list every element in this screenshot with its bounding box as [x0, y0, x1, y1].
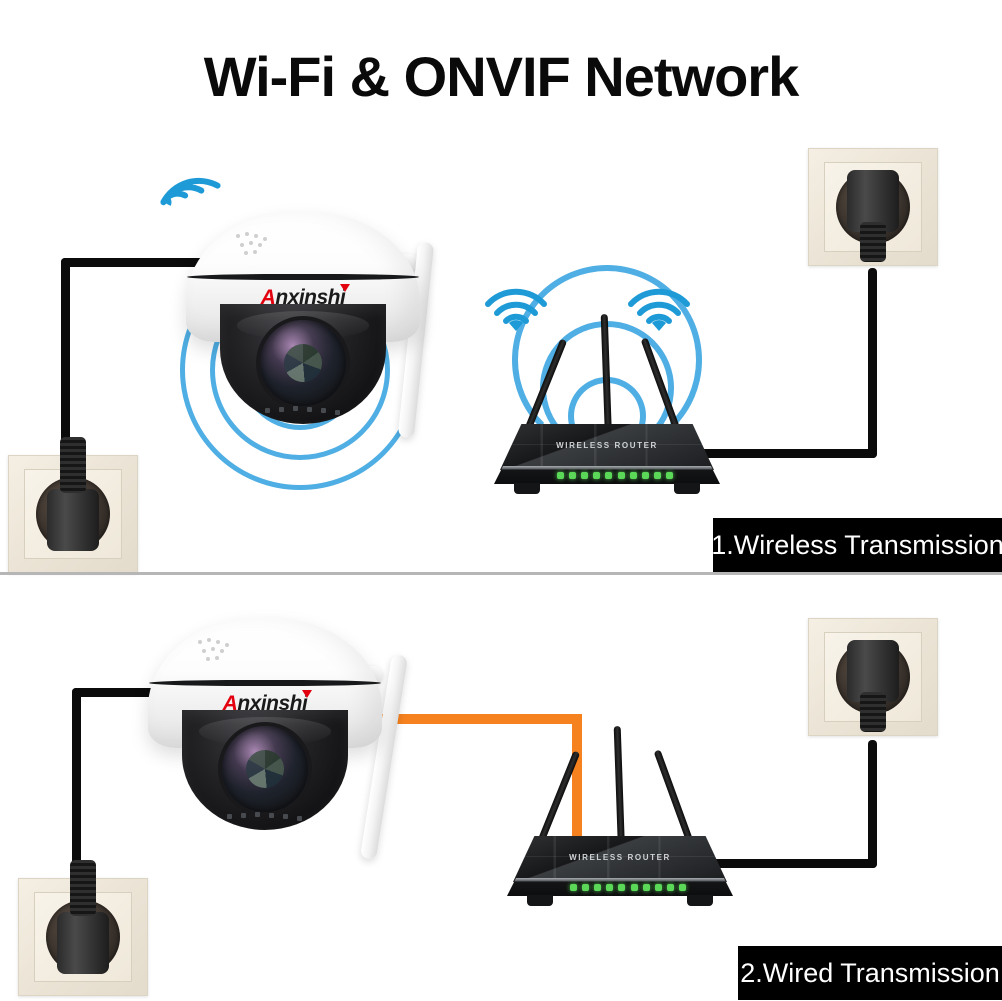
ptz-camera-wireless: Anxinshi	[178, 212, 435, 439]
camera-brand-logo: Anxinshi	[178, 284, 428, 310]
ethernet-cable-horizontal	[348, 714, 582, 724]
label-wired-transmission: 2.Wired Transmission	[738, 946, 1002, 1000]
router-foot-left	[527, 895, 553, 906]
wifi-icon-camera-1	[154, 156, 229, 230]
power-plug	[47, 489, 99, 551]
ethernet-cable-vertical	[572, 714, 582, 842]
router-power-cable-horizontal-2	[686, 859, 877, 868]
page-title: Wi-Fi & ONVIF Network	[203, 45, 800, 108]
router-power-cable-horizontal-1	[672, 449, 877, 458]
brand-name: nxinshi	[275, 286, 346, 309]
router-led-indicators	[570, 883, 686, 892]
wifi-icon-router-left-1	[484, 288, 548, 332]
camera-power-cable-vertical-1	[61, 258, 70, 466]
camera-ir-led-row	[209, 812, 321, 824]
router-foot-left	[514, 483, 540, 494]
brand-initial: A	[260, 286, 276, 309]
router-brand-label: WIRELESS ROUTER	[569, 853, 671, 862]
router-led-indicators	[557, 471, 673, 480]
label-wireless-transmission: 1.Wireless Transmission	[711, 518, 1002, 572]
power-plug	[57, 912, 109, 974]
power-plug	[847, 640, 899, 702]
power-plug-neck	[70, 860, 96, 916]
socket-router-power-1	[808, 148, 938, 266]
router-top-shell: WIRELESS ROUTER	[500, 424, 714, 470]
camera-power-cable-horizontal-1	[61, 258, 221, 267]
wifi-icon-router-right-1	[627, 288, 691, 332]
router-power-cable-vertical-2	[868, 740, 877, 868]
camera-ir-led-row	[247, 406, 359, 418]
camera-speaker-grille	[236, 232, 270, 256]
wireless-router-1: WIRELESS ROUTER	[492, 313, 722, 500]
socket-camera-power-1	[8, 437, 138, 573]
power-plug-neck	[860, 222, 886, 262]
wireless-router-2: WIRELESS ROUTER	[505, 725, 735, 912]
ptz-camera-wired: Anxinshi	[140, 618, 409, 860]
power-plug-neck	[860, 692, 886, 732]
power-plug-neck	[60, 437, 86, 493]
camera-trim-band	[149, 680, 381, 686]
camera-lens	[260, 320, 346, 406]
camera-dome	[182, 710, 348, 830]
socket-router-power-2	[808, 618, 938, 736]
socket-camera-power-2	[18, 860, 148, 996]
router-foot-right	[674, 483, 700, 494]
router-antenna-center	[613, 725, 625, 851]
camera-lens	[222, 726, 308, 812]
router-brand-label: WIRELESS ROUTER	[556, 441, 658, 450]
brand-initial: A	[222, 692, 238, 715]
router-foot-right	[687, 895, 713, 906]
camera-power-cable-horizontal-2	[72, 688, 204, 697]
camera-dome	[220, 304, 386, 424]
router-antenna-center	[600, 313, 612, 439]
camera-power-cable-vertical-2	[72, 688, 81, 888]
brand-name: nxinshi	[237, 692, 308, 715]
router-power-cable-vertical-1	[868, 268, 877, 458]
camera-brand-logo: Anxinshi	[140, 690, 390, 716]
section-divider	[0, 572, 1002, 575]
router-top-shell: WIRELESS ROUTER	[513, 836, 727, 882]
camera-trim-band	[187, 274, 419, 280]
power-plug	[847, 170, 899, 232]
camera-speaker-grille	[198, 638, 232, 662]
